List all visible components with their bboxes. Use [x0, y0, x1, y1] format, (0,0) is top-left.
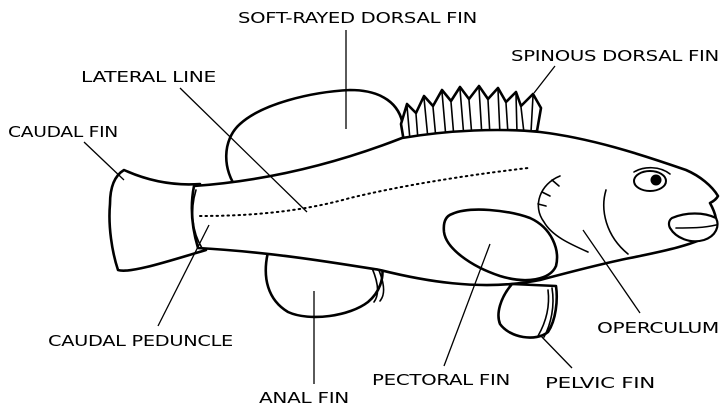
leader-spinous-dorsal-fin: [534, 66, 555, 93]
label-soft-rayed-dorsal-fin: SOFT-RAYED DORSAL FIN: [238, 9, 477, 27]
eye: [634, 171, 666, 191]
label-pelvic-fin: PELVIC FIN: [545, 374, 655, 392]
leader-pelvic-fin: [540, 335, 572, 368]
label-spinous-dorsal-fin: SPINOUS DORSAL FIN: [511, 47, 719, 65]
label-pectoral-fin: PECTORAL FIN: [372, 371, 510, 389]
label-operculum: OPERCULUM: [597, 319, 719, 337]
label-lateral-line: LATERAL LINE: [81, 68, 216, 86]
leader-caudal-fin: [84, 142, 124, 180]
label-caudal-fin: CAUDAL FIN: [8, 123, 118, 141]
label-anal-fin: ANAL FIN: [259, 389, 349, 407]
label-caudal-peduncle: CAUDAL PEDUNCLE: [48, 332, 233, 350]
